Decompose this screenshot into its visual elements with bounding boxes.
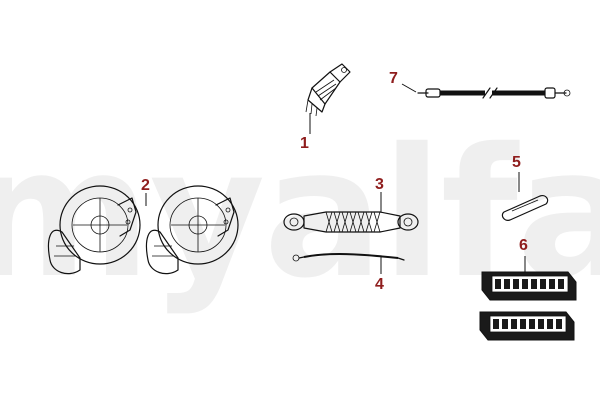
callout-1: 1 xyxy=(300,135,309,152)
part-ground-strap[interactable] xyxy=(283,211,419,233)
callout-7: 7 xyxy=(389,70,398,87)
callout-3: 3 xyxy=(375,176,384,193)
part-horn-right[interactable] xyxy=(145,185,239,275)
callout-2: 2 xyxy=(141,177,150,194)
callout-4: 4 xyxy=(375,276,384,293)
part-fuse-box-lower[interactable] xyxy=(479,311,575,341)
leader-7 xyxy=(401,83,417,93)
part-fuse[interactable] xyxy=(501,195,549,221)
part-cable[interactable] xyxy=(417,87,571,99)
callout-6: 6 xyxy=(519,237,528,254)
part-fuse-box-upper[interactable] xyxy=(481,271,577,301)
part-horn-left[interactable] xyxy=(47,185,141,275)
callout-5: 5 xyxy=(512,154,521,171)
part-relay[interactable] xyxy=(305,63,351,117)
part-wire[interactable] xyxy=(292,253,405,262)
